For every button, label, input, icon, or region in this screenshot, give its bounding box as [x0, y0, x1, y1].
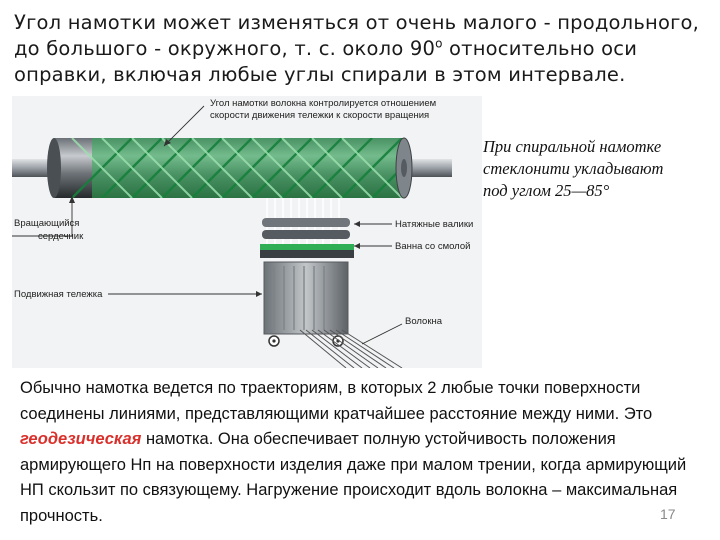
resin-bath	[260, 244, 354, 250]
geodesic-term: геодезическая	[20, 430, 142, 449]
callout-line-2: стеклонити укладывают	[483, 159, 664, 178]
label-core-1: Вращающийся	[14, 218, 79, 229]
fiber-winding	[71, 138, 404, 198]
label-carriage: Подвижная тележка	[14, 289, 103, 300]
heading-part1: Угол намотки может изменяться от очень м…	[14, 11, 700, 60]
label-bath: Ванна со смолой	[395, 241, 470, 252]
slide-heading: Угол намотки может изменяться от очень м…	[14, 10, 708, 88]
fiber-strands-lower	[299, 329, 403, 368]
callout-line-1: При спиральной намотке	[483, 137, 662, 156]
page-number: 17	[660, 506, 676, 522]
body-before: Обычно намотка ведется по траекториям, в…	[20, 379, 653, 423]
filament-winding-diagram: Угол намотки волокна контролируется отно…	[12, 96, 482, 368]
label-top-2: скорости движения тележки к скорости вра…	[210, 110, 429, 121]
callout-line-3: под углом 25—85°	[483, 181, 610, 200]
label-core-2: сердечник	[38, 231, 84, 242]
body-paragraph: Обычно намотка ведется по траекториям, в…	[20, 376, 700, 530]
degree-mark: о	[435, 36, 443, 51]
heading-part2: относительно оси оправки, включая любые …	[14, 37, 638, 86]
label-top-1: Угол намотки волокна контролируется отно…	[210, 98, 436, 109]
moving-carriage	[263, 261, 349, 335]
label-rollers: Натяжные валики	[395, 219, 473, 230]
spiral-winding-note: При спиральной намотке стеклонити уклады…	[483, 136, 715, 202]
body-after: намотка. Она обеспечивает полную устойчи…	[20, 430, 687, 525]
tension-rollers	[262, 218, 350, 239]
label-fibers: Волокна	[405, 316, 443, 327]
mandrel-left-cap	[47, 138, 61, 198]
